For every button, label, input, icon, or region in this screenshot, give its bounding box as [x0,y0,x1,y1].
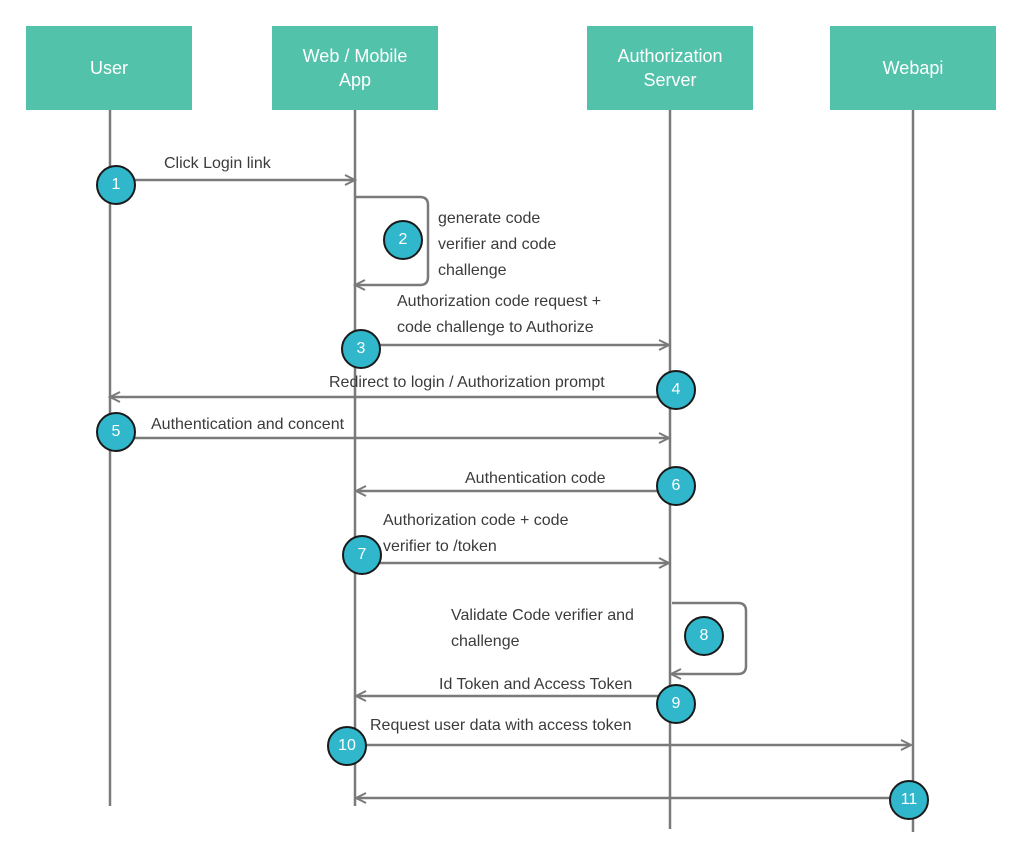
message-label-7: Authorization code + code verifier to /t… [383,512,569,555]
step-badge-9: 9 [656,684,696,724]
step-badge-11: 11 [889,780,929,820]
arrow-step-2 [352,195,430,291]
message-label-3: Authorization code request + code challe… [397,293,602,336]
step-badge-7: 7 [342,535,382,575]
message-label-5: Authentication and concent [151,416,345,433]
message-label-1: Click Login link [164,155,271,172]
arrow-step-8 [668,601,748,680]
message-label-10: Request user data with access token [370,717,632,734]
message-label-9: Id Token and Access Token [439,676,633,693]
message-label-4: Redirect to login / Authorization prompt [329,374,605,391]
actor-webapi: Webapi [830,26,996,110]
step-badge-5: 5 [96,412,136,452]
message-label-2: generate code verifier and code challeng… [438,210,557,279]
actor-user: User [26,26,192,110]
message-label-8: Validate Code verifier and challenge [451,607,634,650]
step-badge-2: 2 [383,220,423,260]
step-badge-6: 6 [656,466,696,506]
step-badge-10: 10 [327,726,367,766]
message-label-6: Authentication code [465,470,606,487]
actor-web-mobile-app: Web / Mobile App [272,26,438,110]
step-badge-1: 1 [96,165,136,205]
actor-authorization-server: Authorization Server [587,26,753,110]
step-badge-8: 8 [684,616,724,656]
step-badge-3: 3 [341,329,381,369]
step-badge-4: 4 [656,370,696,410]
